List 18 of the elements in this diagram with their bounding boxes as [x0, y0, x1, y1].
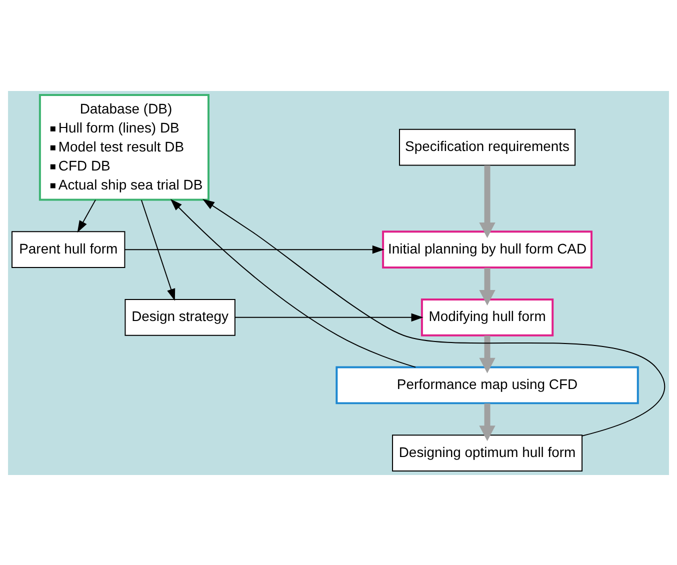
node-box: Modifying hull form [420, 298, 554, 336]
arrow [170, 198, 416, 368]
arrow [234, 312, 424, 322]
node-box: Design strategy [124, 298, 236, 336]
arrow [479, 403, 496, 441]
arrow [202, 198, 665, 436]
node-box: Performance map using CFD [336, 366, 639, 404]
arrow [479, 267, 496, 305]
node-box: Specification requirements [399, 128, 576, 166]
node-box: Parent hull form [12, 230, 126, 268]
arrow [77, 198, 96, 232]
arrow [479, 335, 496, 373]
arrow [140, 199, 176, 300]
node-box: Designing optimum hull form [392, 434, 583, 471]
node-box: Initial planning by hull form CAD [382, 230, 592, 268]
arrow [479, 164, 496, 238]
node-box: Database (DB) Hull form (lines) DB Model test result DB CFD DB Actual ship sea trial DB [38, 94, 210, 200]
arrow [124, 244, 384, 254]
